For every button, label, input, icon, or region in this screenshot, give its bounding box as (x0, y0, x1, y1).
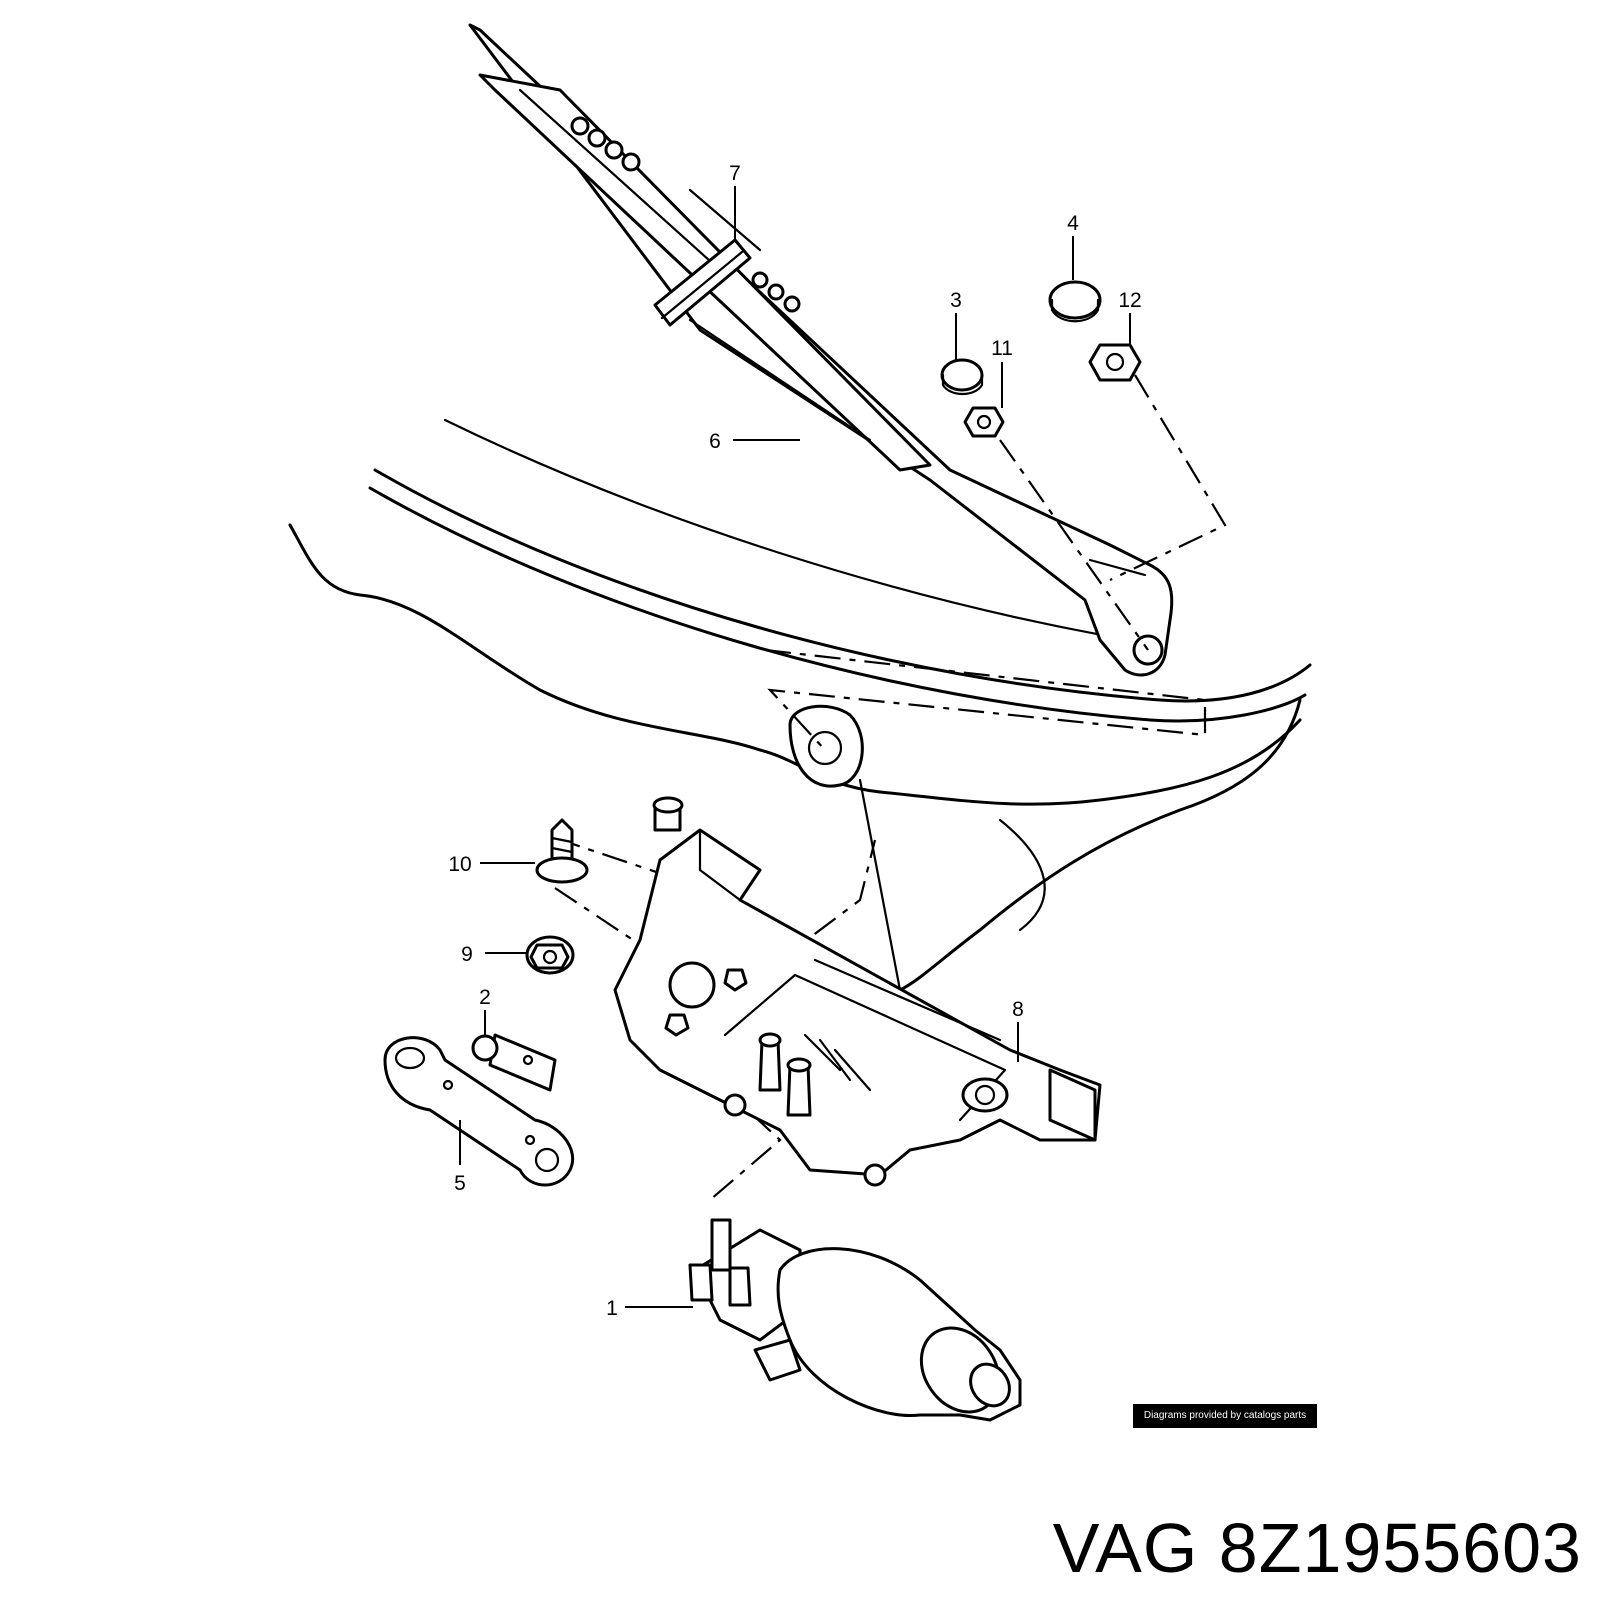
nut-9 (525, 935, 575, 975)
callout-5: 5 (454, 1172, 466, 1195)
wiper-motor-1 (688, 1218, 1022, 1422)
callout-6: 6 (709, 430, 721, 453)
callout-2: 2 (479, 986, 491, 1009)
crank-rod-5 (383, 1036, 574, 1187)
cap-3 (940, 358, 984, 396)
callout-3: 3 (950, 289, 962, 312)
callout-labels: 1 2 3 4 5 6 7 8 9 10 11 12 (448, 162, 1141, 1320)
wiper-linkage-frame-8 (613, 828, 1102, 1187)
callout-12: 12 (1118, 289, 1141, 312)
grommet (788, 704, 864, 788)
ball-joint-2 (471, 1033, 557, 1092)
callout-8: 8 (1012, 998, 1024, 1021)
part-number: 8Z1955603 (1218, 1509, 1582, 1587)
leader-lines (459, 186, 1131, 1308)
nut-11 (963, 406, 1005, 438)
frame-tab (652, 796, 684, 832)
callout-1: 1 (606, 1297, 618, 1320)
callout-11: 11 (991, 337, 1013, 360)
callout-4: 4 (1067, 212, 1079, 235)
diagram-credit-badge: Diagrams provided by catalogs parts (1133, 1404, 1317, 1428)
pivot-shafts (758, 1032, 812, 1117)
bolt-10 (535, 818, 589, 884)
callout-10: 10 (448, 853, 471, 876)
callout-9: 9 (461, 943, 473, 966)
arm-holes (570, 116, 801, 313)
body-contours (288, 418, 1312, 992)
cap-4 (1048, 280, 1102, 323)
nut-12 (1088, 343, 1142, 382)
wiper-blade-clip-7 (653, 238, 752, 327)
brand-name: VAG (1052, 1509, 1199, 1587)
part-number-caption: VAG 8Z1955603 (1053, 1508, 1582, 1588)
callout-7: 7 (729, 162, 741, 185)
